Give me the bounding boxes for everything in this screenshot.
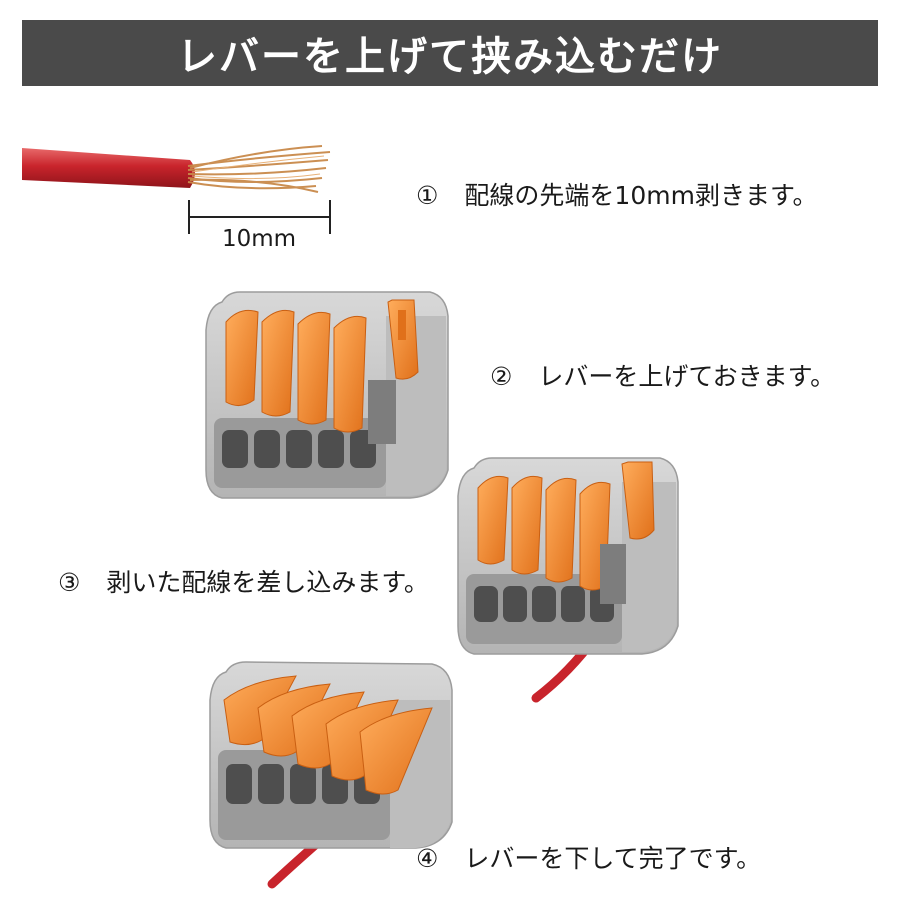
connector-lever-down [209, 661, 453, 889]
measure-label: 10mm [222, 226, 297, 252]
connector-lever-up [205, 291, 449, 499]
step-4-number: ④ [416, 844, 439, 873]
step-4-text: レバーを下して完了です。 [464, 844, 762, 873]
title-bar: レバーを上げて挟み込むだけ [22, 20, 878, 86]
step-2: ② レバーを上げておきます。 [490, 357, 835, 393]
step-4: ④ レバーを下して完了です。 [416, 839, 761, 875]
step-3-text: 剥いた配線を差し込みます。 [106, 568, 429, 597]
connector-wire-inserting [457, 457, 679, 703]
measure-bracket [188, 200, 331, 234]
step-1-text: 配線の先端を10mm剥きます。 [464, 181, 818, 210]
page-title: レバーを上げて挟み込むだけ [177, 34, 723, 80]
step-2-text: レバーを上げておきます。 [538, 362, 836, 391]
step-3: ③ 剥いた配線を差し込みます。 [58, 563, 429, 599]
step-1: ① 配線の先端を10mm剥きます。 [416, 176, 817, 212]
step-1-number: ① [416, 181, 439, 210]
stripped-wire-image [22, 145, 331, 193]
step-3-number: ③ [58, 568, 81, 597]
step-2-number: ② [490, 362, 513, 391]
